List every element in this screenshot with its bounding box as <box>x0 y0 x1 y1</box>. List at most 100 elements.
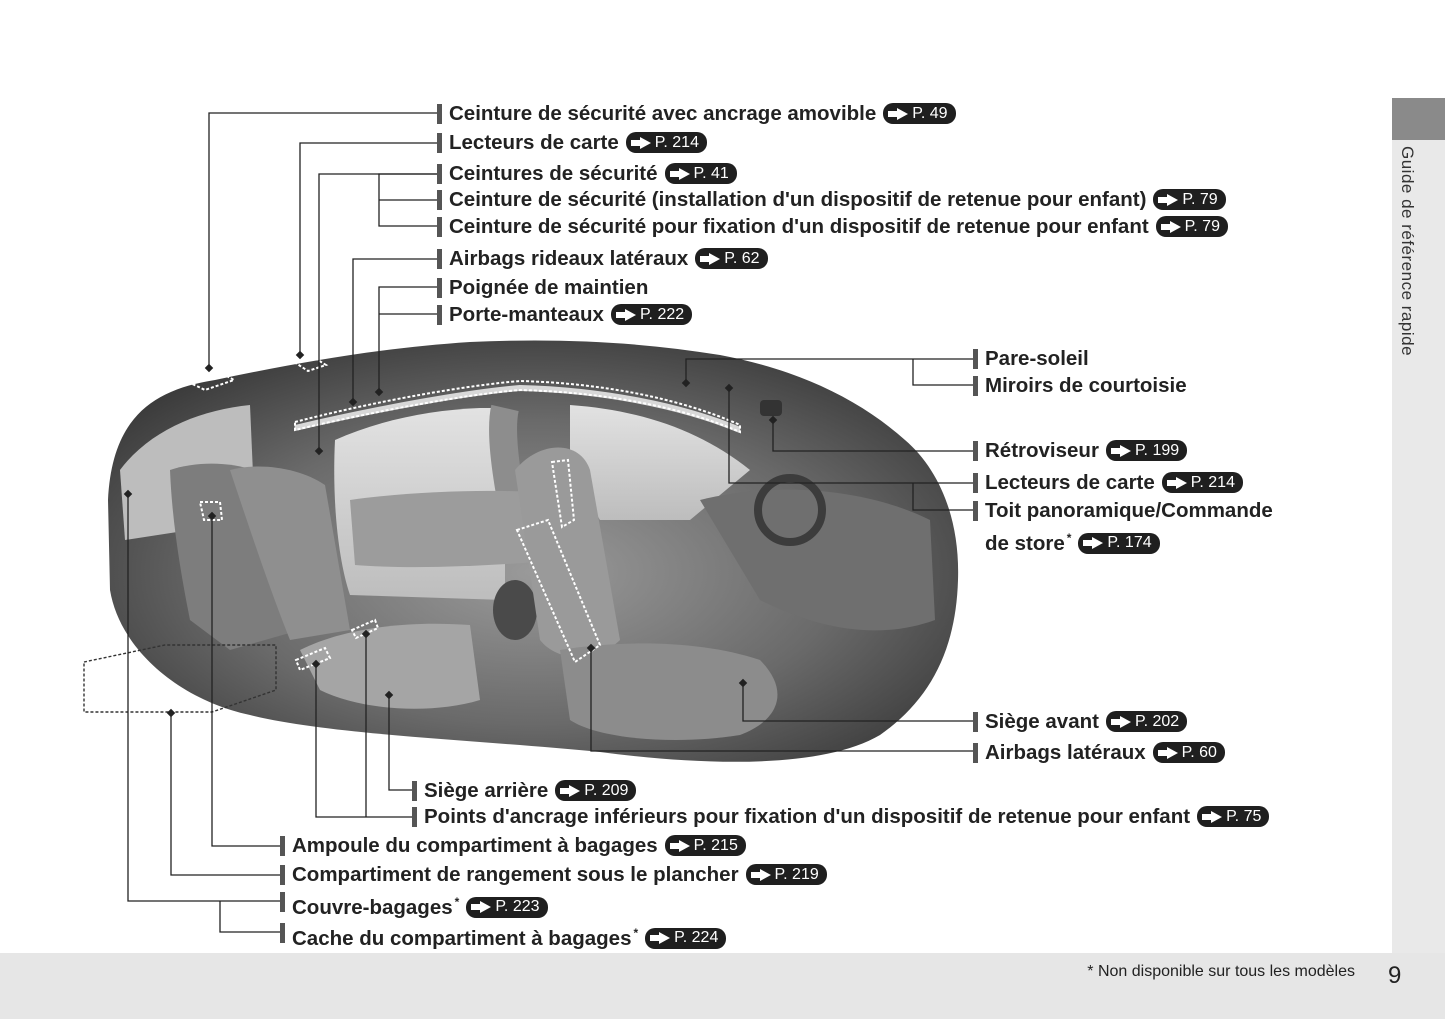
arrow-right-icon <box>1160 220 1181 233</box>
callout-label: Lecteurs de carte P. 214 <box>437 130 707 156</box>
page-reference-text: P. 75 <box>1226 807 1262 825</box>
callout-text: Miroirs de courtoisie <box>985 374 1187 397</box>
page-number: 9 <box>1388 962 1402 989</box>
callout-label: Toit panoramique/Commande <box>973 498 1273 524</box>
arrow-right-icon <box>650 932 671 945</box>
callout-label: Ceintures de sécurité P. 41 <box>437 161 737 187</box>
callout-text: Siège arrière <box>424 779 549 802</box>
page-reference-text: P. 223 <box>495 898 540 916</box>
callout-label: Pare-soleil <box>973 346 1089 372</box>
section-tab-label: Guide de référence rapide <box>1398 146 1417 357</box>
side-strip <box>1392 98 1445 953</box>
car-illustration <box>108 340 959 762</box>
page-reference-link[interactable]: P. 222 <box>610 304 693 326</box>
arrow-right-icon <box>1158 193 1179 206</box>
arrow-right-icon <box>1166 476 1187 489</box>
page-reference-text: P. 219 <box>774 865 819 883</box>
callout-text: Airbags rideaux latéraux <box>449 247 689 270</box>
arrow-right-icon <box>615 308 636 321</box>
callout-text: Porte-manteaux <box>449 303 604 326</box>
callout-label: Cache du compartiment à bagages* P. 224 <box>280 920 727 952</box>
arrow-right-icon <box>1202 810 1223 823</box>
callout-label: Rétroviseur P. 199 <box>973 438 1188 464</box>
callout-text: Ampoule du compartiment à bagages <box>292 834 658 857</box>
arrow-right-icon <box>1157 746 1178 759</box>
callout-text: Ceinture de sécurité (installation d'un … <box>449 188 1147 211</box>
page-reference-text: P. 79 <box>1182 190 1218 208</box>
cargo-outline <box>83 644 277 713</box>
page-reference-text: P. 79 <box>1184 217 1220 235</box>
page-reference-text: P. 62 <box>724 249 760 267</box>
section-tab <box>1392 98 1445 140</box>
callout-label: Porte-manteaux P. 222 <box>437 302 693 328</box>
page-reference-text: P. 174 <box>1107 534 1152 552</box>
page-reference-link[interactable]: P. 214 <box>1161 472 1243 494</box>
callout-text: Cache du compartiment à bagages <box>292 926 632 950</box>
callout-label: Ampoule du compartiment à bagages P. 215 <box>280 833 746 859</box>
callout-label: Ceinture de sécurité (installation d'un … <box>437 187 1226 213</box>
callout-label: Siège arrière P. 209 <box>412 778 637 804</box>
callout-text: Pare-soleil <box>985 347 1089 370</box>
callout-text: Lecteurs de carte <box>449 131 619 154</box>
callout-label: Couvre-bagages* P. 223 <box>280 889 548 921</box>
callout-text: Compartiment de rangement sous le planch… <box>292 863 739 886</box>
callout-text: Couvre-bagages <box>292 895 453 919</box>
callout-text: Ceinture de sécurité pour fixation d'un … <box>449 215 1149 238</box>
page-reference-text: P. 224 <box>674 929 719 947</box>
arrow-right-icon <box>1083 537 1104 550</box>
arrow-right-icon <box>1110 715 1131 728</box>
callout-label: Points d'ancrage inférieurs pour fixatio… <box>412 804 1270 830</box>
callout-text: Toit panoramique/Commande <box>985 499 1273 522</box>
arrow-right-icon <box>1110 444 1131 457</box>
page-reference-link[interactable]: P. 75 <box>1197 806 1270 828</box>
page-reference-link[interactable]: P. 202 <box>1105 711 1188 733</box>
arrow-right-icon <box>669 167 690 180</box>
page-reference-text: P. 60 <box>1181 743 1217 761</box>
callout-text: Rétroviseur <box>985 439 1099 462</box>
leader-lines <box>127 112 973 933</box>
arrow-right-icon <box>888 107 909 120</box>
callout-text: de store <box>985 531 1065 555</box>
page-reference-link[interactable]: P. 214 <box>625 132 707 154</box>
page-reference-link[interactable]: P. 174 <box>1078 532 1160 554</box>
page-reference-link[interactable]: P. 60 <box>1152 742 1225 764</box>
callout-text: Points d'ancrage inférieurs pour fixatio… <box>424 805 1191 828</box>
callout-text: Lecteurs de carte <box>985 471 1155 494</box>
page-reference-text: P. 214 <box>654 133 699 151</box>
arrow-right-icon <box>630 136 651 149</box>
page-reference-link[interactable]: P. 224 <box>645 927 727 949</box>
callout-label: Ceinture de sécurité avec ancrage amovib… <box>437 101 956 127</box>
page-reference-text: P. 209 <box>584 781 629 799</box>
footer-bar <box>0 953 1445 1019</box>
page-reference-text: P. 222 <box>639 305 685 323</box>
page-reference-link[interactable]: P. 41 <box>664 163 737 185</box>
page-reference-text: P. 214 <box>1190 473 1235 491</box>
page-reference-link[interactable]: P. 62 <box>695 248 768 270</box>
footnote: * Non disponible sur tous les modèles <box>1087 963 1355 980</box>
callout-label: Lecteurs de carte P. 214 <box>973 470 1243 496</box>
page-reference-text: P. 202 <box>1134 712 1180 730</box>
page-reference-link[interactable]: P. 209 <box>555 780 637 802</box>
page-reference-link[interactable]: P. 223 <box>466 896 548 918</box>
page-reference-link[interactable]: P. 199 <box>1105 440 1188 462</box>
arrow-right-icon <box>669 839 690 852</box>
callout-text: Ceintures de sécurité <box>449 162 658 185</box>
page-reference-text: P. 199 <box>1134 441 1180 459</box>
arrow-right-icon <box>471 901 492 914</box>
callout-label: Airbags rideaux latéraux P. 62 <box>437 246 768 272</box>
footnote-marker: * <box>1066 531 1072 545</box>
page-reference-link[interactable]: P. 215 <box>664 835 746 857</box>
page-reference-link[interactable]: P. 219 <box>745 864 827 886</box>
footnote-marker: * <box>633 926 639 940</box>
page-reference-link[interactable]: P. 79 <box>1153 189 1226 211</box>
callout-label: de store* P. 174 <box>985 525 1160 557</box>
callout-text: Poignée de maintien <box>449 276 649 299</box>
page-reference-link[interactable]: P. 49 <box>883 103 956 125</box>
footnote-marker: * <box>454 895 460 909</box>
page-reference-link[interactable]: P. 79 <box>1155 216 1228 238</box>
arrow-right-icon <box>750 868 771 881</box>
